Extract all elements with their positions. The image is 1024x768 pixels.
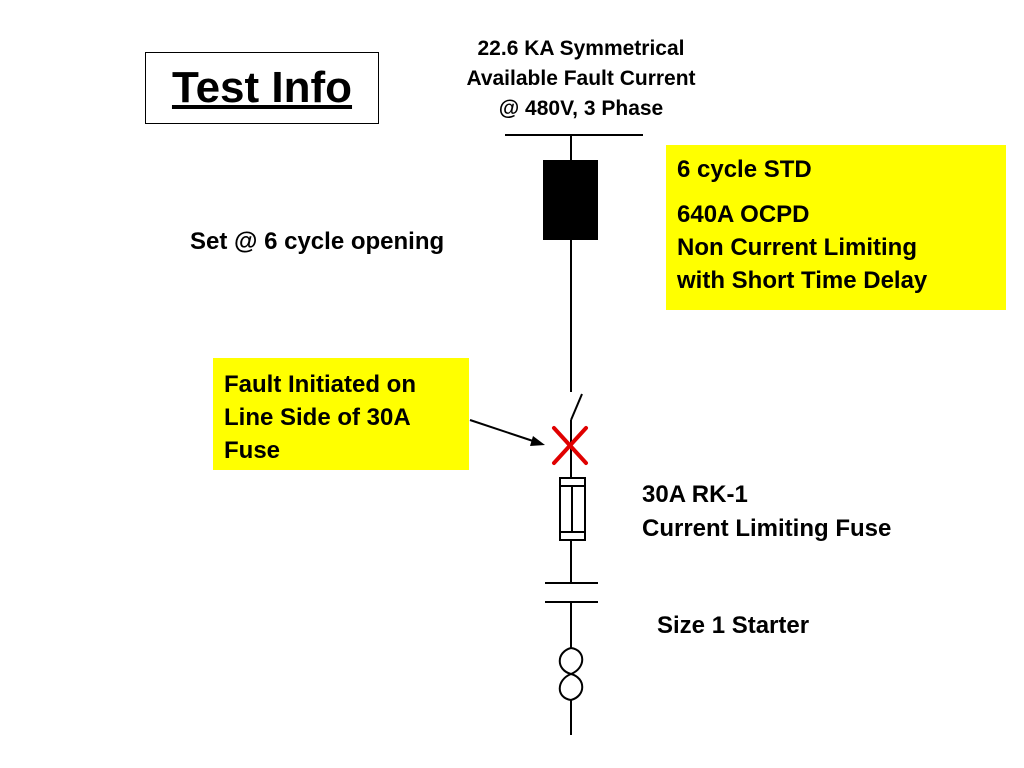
source-line-2: Available Fault Current <box>466 67 696 90</box>
source-line-1: 22.6 KA Symmetrical <box>477 37 685 60</box>
fuse-label-line-2: Current Limiting Fuse <box>642 515 892 542</box>
starter-label: Size 1 Starter <box>657 612 810 639</box>
breaker-symbol <box>543 160 598 240</box>
fault-arrow <box>469 419 534 442</box>
breaker-info-box: 6 cycle STD 640A OCPD Non Current Limiti… <box>666 145 1006 310</box>
switch-blade <box>570 393 583 421</box>
fault-line-2: Line Side of 30A <box>224 404 411 431</box>
fuse-symbol <box>559 477 586 541</box>
breaker-line-1: 640A OCPD <box>677 201 810 228</box>
page-title: Test Info <box>171 63 353 112</box>
overload-coil-outer <box>558 647 584 701</box>
fault-line-1: Fault Initiated on <box>224 371 416 398</box>
breaker-setting-label: Set @ 6 cycle opening <box>190 228 445 255</box>
source-label: 22.6 KA Symmetrical Available Fault Curr… <box>420 34 742 124</box>
fault-arrow-head <box>530 436 545 446</box>
contactor-symbol <box>545 582 598 603</box>
fault-line-3: Fuse <box>224 437 281 464</box>
source-line-3: @ 480V, 3 Phase <box>498 97 664 120</box>
fuse-label: 30A RK-1 Current Limiting Fuse <box>642 478 891 546</box>
fuse-label-line-1: 30A RK-1 <box>642 481 748 508</box>
fault-x-icon <box>552 426 588 465</box>
breaker-heading: 6 cycle STD <box>677 156 812 183</box>
breaker-line-2: Non Current Limiting <box>677 234 917 261</box>
breaker-line-3: with Short Time Delay <box>677 267 928 294</box>
fault-info-box: Fault Initiated on Line Side of 30A Fuse <box>213 358 469 470</box>
title-box: Test Info <box>145 52 379 124</box>
